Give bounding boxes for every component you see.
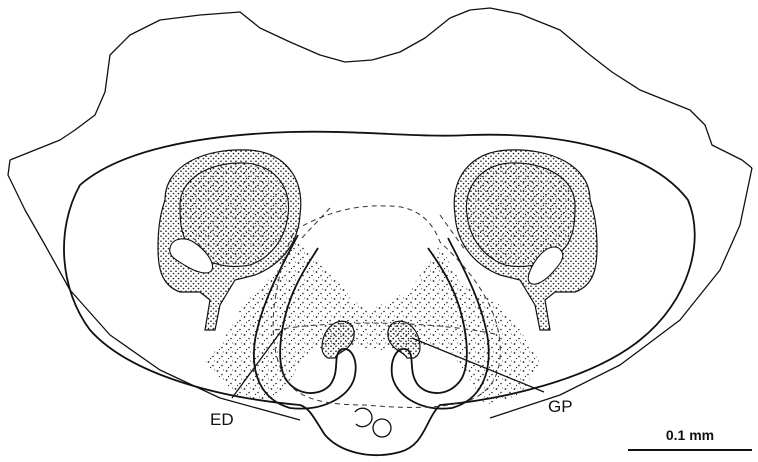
scale-bar-label: 0.1 mm <box>666 427 714 443</box>
bottom-lobule <box>355 408 372 426</box>
lateral-tissue-outline <box>8 160 752 420</box>
upper-tissue-outline <box>10 8 752 168</box>
gp-label: GP <box>548 397 573 416</box>
bottom-ring <box>373 419 391 437</box>
ed-label: ED <box>210 410 234 429</box>
body-outline <box>64 132 695 455</box>
